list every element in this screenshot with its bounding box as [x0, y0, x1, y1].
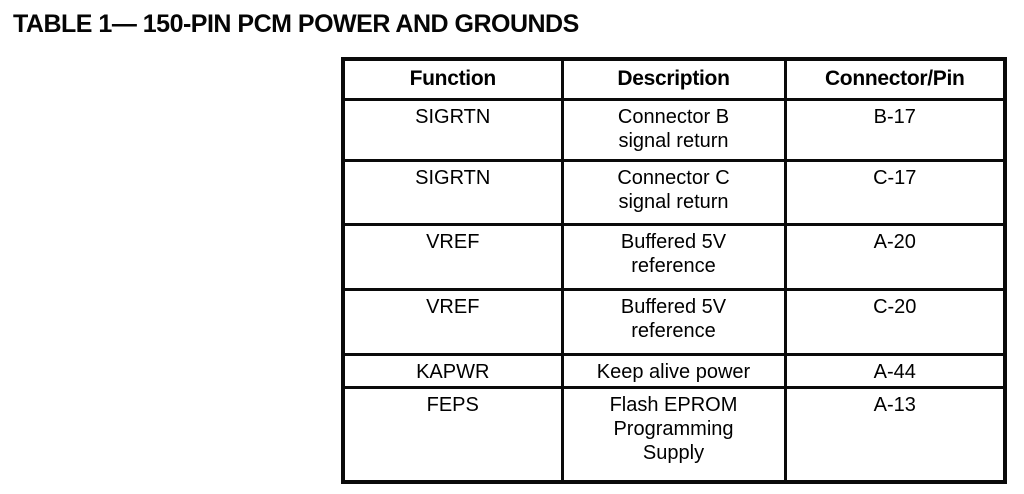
- function-cell: KAPWR: [341, 352, 564, 389]
- table-row: SIGRTN Connector B signal return B-17: [341, 97, 1007, 162]
- description-line: Connector C: [617, 166, 730, 189]
- description-line: Keep alive power: [596, 360, 751, 383]
- description-line: Buffered 5V: [620, 230, 727, 253]
- description-cell: Buffered 5V reference: [560, 222, 787, 291]
- description-line: Buffered 5V: [620, 295, 727, 318]
- description-line: Flash EPROM: [609, 393, 738, 416]
- description-line: Supply: [642, 441, 705, 464]
- table-title: TABLE 1— 150-PIN PCM POWER AND GROUNDS: [13, 10, 579, 38]
- description-cell: Keep alive power: [560, 352, 787, 389]
- function-cell: SIGRTN: [341, 158, 564, 226]
- description-cell: Flash EPROM Programming Supply: [560, 385, 787, 484]
- function-cell: SIGRTN: [341, 97, 564, 162]
- function-cell: FEPS: [341, 385, 564, 484]
- connector-pin-cell: C-17: [783, 158, 1007, 226]
- pcm-power-grounds-table: Function Description Connector/Pin SIGRT…: [341, 57, 1007, 484]
- column-header-description: Description: [560, 57, 787, 101]
- description-line: signal return: [618, 129, 729, 152]
- column-header-connector-pin: Connector/Pin: [783, 57, 1007, 101]
- description-cell: Connector B signal return: [560, 97, 787, 162]
- description-cell: Connector C signal return: [560, 158, 787, 226]
- table-row: SIGRTN Connector C signal return C-17: [341, 158, 1007, 226]
- connector-pin-cell: A-20: [783, 222, 1007, 291]
- table-header-row: Function Description Connector/Pin: [341, 57, 1007, 101]
- table-row: VREF Buffered 5V reference A-20: [341, 222, 1007, 291]
- description-line: reference: [631, 254, 716, 277]
- description-line: Programming: [613, 417, 734, 440]
- description-cell: Buffered 5V reference: [560, 287, 787, 356]
- column-header-function: Function: [341, 57, 564, 101]
- description-line: signal return: [618, 190, 729, 213]
- function-cell: VREF: [341, 287, 564, 356]
- function-cell: VREF: [341, 222, 564, 291]
- connector-pin-cell: B-17: [783, 97, 1007, 162]
- table-row: KAPWR Keep alive power A-44: [341, 352, 1007, 389]
- table-row: VREF Buffered 5V reference C-20: [341, 287, 1007, 356]
- connector-pin-cell: C-20: [783, 287, 1007, 356]
- description-line: Connector B: [617, 105, 730, 128]
- connector-pin-cell: A-13: [783, 385, 1007, 484]
- connector-pin-cell: A-44: [783, 352, 1007, 389]
- table-row: FEPS Flash EPROM Programming Supply A-13: [341, 385, 1007, 484]
- description-line: reference: [631, 319, 716, 342]
